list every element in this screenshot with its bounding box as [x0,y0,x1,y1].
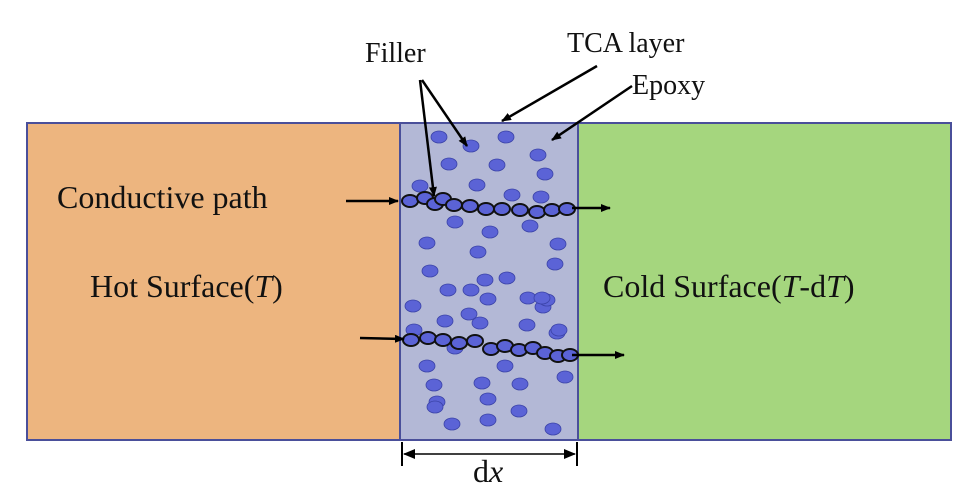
filler-particle [518,318,536,332]
filler-particle [476,273,494,287]
chain-filler-particle [528,205,546,219]
cold-surface-region [577,122,952,441]
filler-particle [460,307,478,321]
filler-particle [479,292,497,306]
chain-filler-particle [543,203,561,217]
filler-particle [550,323,568,337]
filler-particle [503,188,521,202]
chain-filler-particle [477,202,495,216]
filler-particle [498,271,516,285]
chain-filler-particle [401,194,419,208]
chain-filler-particle [445,198,463,212]
cold-surface-label: Cold Surface(T-dT) [603,268,855,304]
filler-particle [443,417,461,431]
filler-particle [440,157,458,171]
filler-particle [533,291,551,305]
filler-particle [426,400,444,414]
filler-particle [479,392,497,406]
dx-arrowhead-right [564,449,576,459]
chain-filler-particle [493,202,511,216]
filler-particle [469,245,487,259]
conductive-path-chains [401,191,579,363]
filler-arrow-2 [420,79,469,147]
filler-particle [481,225,499,239]
filler-particle [511,377,529,391]
filler-particle [529,148,547,162]
filler-particle [496,359,514,373]
chain-filler-particle [466,334,484,348]
epoxy-label: Epoxy [632,70,705,101]
chain-filler-particle [461,199,479,213]
filler-particle [425,378,443,392]
filler-particle [497,130,515,144]
chain-filler-particle [450,336,468,350]
tca-layer-arrow [501,64,598,123]
tca-layer-label: TCA layer [567,28,685,59]
chain-filler-particle [511,203,529,217]
filler-particle [473,376,491,390]
filler-particle [479,413,497,427]
filler-particle [549,237,567,251]
filler-particle [462,283,480,297]
thickness-label: dx [473,453,503,489]
filler-particle [532,190,550,204]
dx-arrowhead-left [403,449,415,459]
filler-particle [488,158,506,172]
filler-particle [418,359,436,373]
filler-label: Filler [365,38,426,69]
conductive-path-label: Conductive path [57,179,268,215]
filler-particle [556,370,574,384]
filler-arrow-1 [418,79,437,197]
filler-particle [546,257,564,271]
epoxy-arrow [551,84,633,142]
filler-particle [421,264,439,278]
filler-particle [471,316,489,330]
filler-particle [418,236,436,250]
filler-particle [411,179,429,193]
filler-particle [439,283,457,297]
hot-surface-label: Hot Surface(T) [90,268,283,304]
lower-path-in-arrow [359,334,405,343]
filler-particle [446,215,464,229]
chain-filler-particle [402,333,420,347]
filler-particle [468,178,486,192]
chain-filler-particle [434,333,452,347]
filler-particle [430,130,448,144]
filler-particle [510,404,528,418]
filler-particle [544,422,562,436]
hot-surface-region [26,122,401,441]
filler-particle [521,219,539,233]
filler-particle [436,314,454,328]
filler-particle [404,299,422,313]
filler-particle [536,167,554,181]
filler-particles [404,130,574,436]
chain-filler-particle [419,331,437,345]
